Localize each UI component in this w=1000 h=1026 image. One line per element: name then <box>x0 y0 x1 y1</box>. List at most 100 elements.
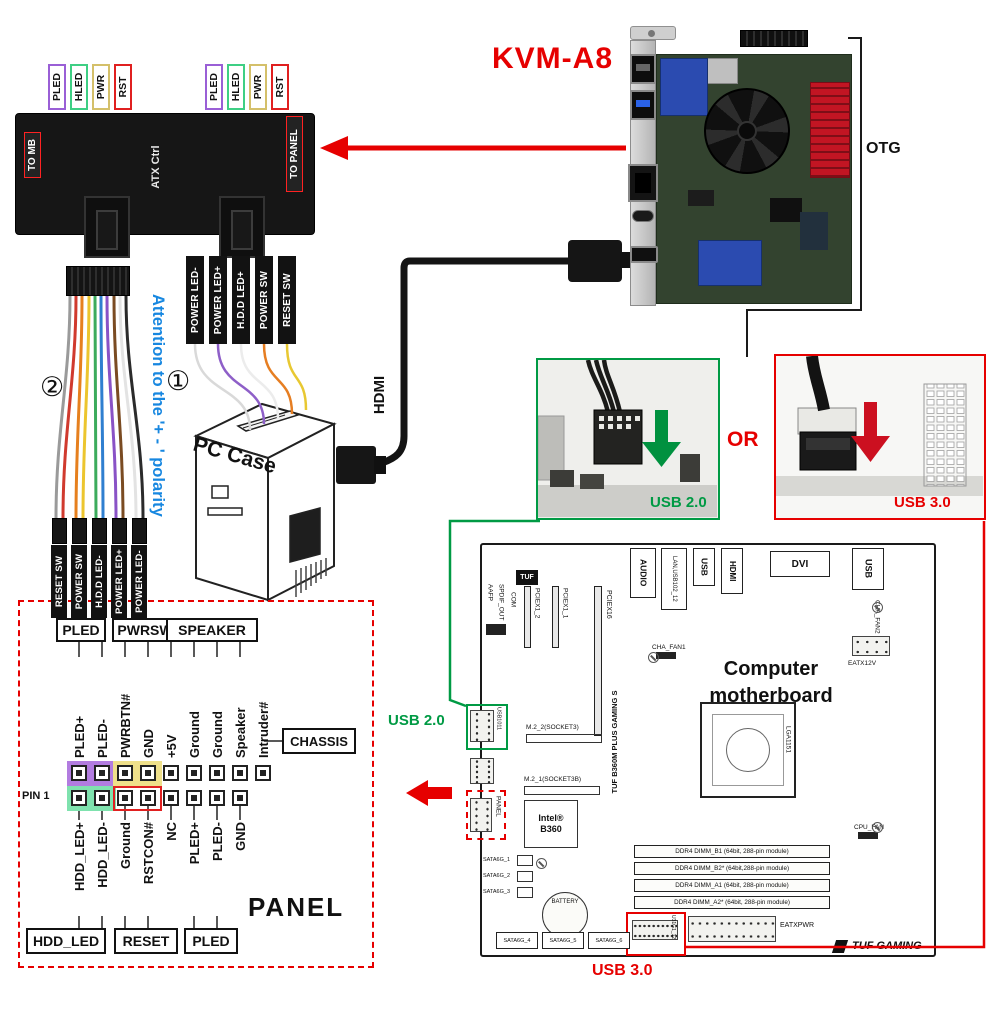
polarity-note: Attention to the '+ - ' polarity <box>149 294 167 517</box>
panel-pin <box>94 765 110 781</box>
cha-fan1-header <box>656 652 676 659</box>
otg-bracket-line <box>746 37 862 357</box>
sata-label-1: SATA6G_1 <box>483 857 511 863</box>
panel-pin <box>209 790 225 806</box>
wire-label: RESET SW <box>278 256 296 344</box>
step1-marker: ① <box>166 366 191 396</box>
eatxpwr-connector <box>688 916 776 942</box>
wire-label: RESET SW <box>51 545 67 618</box>
atx-board-connector-left <box>84 196 130 258</box>
panel-pin <box>163 765 179 781</box>
dimm-slot-b2: DDR4 DIMM_B2* (64bit,288-pin module) <box>634 862 830 875</box>
board-name: TUF B360M PLUS GAMING S <box>610 690 619 794</box>
wire-plug <box>92 518 107 544</box>
pciex1-1-label: PCIEX1_1 <box>561 588 569 619</box>
rst-tag: RST <box>114 64 132 110</box>
panel-pin <box>209 765 225 781</box>
screw-hole <box>872 602 883 613</box>
wire-label: POWER LED+ <box>111 545 127 618</box>
sata-port <box>517 887 533 898</box>
rear-usb2: USB <box>852 548 884 590</box>
atx-ctrl-label: ATX Ctrl <box>150 145 162 189</box>
usb3-header-highlight <box>626 912 686 956</box>
panel-pin-label: PLED- <box>209 822 225 861</box>
pwr-tag: PWR <box>92 64 110 110</box>
otg-connector-block <box>810 82 850 178</box>
hled-tag: HLED <box>70 64 88 110</box>
sata-label-2: SATA6G_2 <box>483 873 511 879</box>
usb-a-port-blue <box>630 90 656 120</box>
panel-pin <box>186 765 202 781</box>
panel-pin-label: PLED- <box>94 719 110 758</box>
panel-pin <box>117 790 133 806</box>
rear-audio: AUDIO <box>630 548 656 598</box>
chipset: Intel® B360 <box>524 800 578 848</box>
panel-pin-label: Speaker <box>232 707 248 758</box>
atx-ctrl-board <box>15 113 315 235</box>
panel-pin-label: RSTCON# <box>140 822 156 885</box>
panel-pin-label: PLED+ <box>71 715 87 758</box>
panel-pin-label: Ground <box>186 711 202 758</box>
panel-pin <box>140 765 156 781</box>
green-down-arrow <box>642 410 681 467</box>
usb20-photo-label: USB 2.0 <box>650 494 707 511</box>
pin1-label: PIN 1 <box>22 790 50 802</box>
m2-bottom-label: M.2_1(SOCKET3B) <box>524 776 582 783</box>
panel-pin <box>255 765 271 781</box>
panel-box-chassis: CHASSIS <box>282 728 356 754</box>
panel-pin-label: +5V <box>163 734 179 759</box>
panel-pin-label: HDD_LED+ <box>71 822 87 891</box>
bracket-screw-hole <box>648 30 655 37</box>
wire-label: POWER LED- <box>131 545 147 618</box>
eatx12v-connector <box>852 636 890 656</box>
panel-pin <box>232 765 248 781</box>
panel-pin-label: GND <box>140 729 156 758</box>
panel-box-pled: PLED <box>56 618 106 642</box>
panel-pin-label: NC <box>163 822 179 841</box>
m2-top-label: M.2_2(SOCKET3) <box>526 724 579 731</box>
com-label: COM <box>509 592 517 608</box>
chipset-line2: B360 <box>540 824 562 834</box>
hdmi-port <box>630 246 658 263</box>
panel-pin-label: Ground <box>117 822 133 869</box>
pciex16-slot <box>594 586 602 736</box>
chipset-line1: Intel® <box>538 813 564 823</box>
ic-chip <box>770 198 802 222</box>
pled-tag: PLED <box>205 64 223 110</box>
top-pin-connector <box>740 30 808 47</box>
panel-pin <box>232 790 248 806</box>
ethernet-port <box>628 164 658 202</box>
ic-chip <box>800 212 828 250</box>
panel-box-reset: RESET <box>114 928 178 954</box>
cpu-fan-header <box>858 832 878 839</box>
cha-fan1-label: CHA_FAN1 <box>652 644 686 651</box>
usb20-photo-box: USB 2.0 <box>536 358 720 520</box>
m2-bottom-slot <box>524 786 600 795</box>
sata-port <box>517 871 533 882</box>
panel-pin-label: PLED+ <box>186 822 202 865</box>
wire-label: POWER LED- <box>186 256 204 344</box>
panel-pin-label: PWRBTN# <box>117 693 133 758</box>
ribbon-connector <box>66 266 130 296</box>
panel-pin <box>71 790 87 806</box>
panel-pin <box>94 790 110 806</box>
screw-hole <box>872 822 883 833</box>
screw-hole <box>536 858 547 869</box>
hdmi-plug-case <box>336 446 376 484</box>
wire-plug <box>52 518 67 544</box>
wire-label: H.D.D LED- <box>91 545 107 618</box>
to-mb-label: TO MB <box>24 132 41 178</box>
panel-pin <box>186 790 202 806</box>
pled-tag: PLED <box>48 64 66 110</box>
usb30-photo-label: USB 3.0 <box>894 494 951 511</box>
usb2-header-pins <box>470 710 494 742</box>
wire-plug <box>72 518 87 544</box>
daughterboard <box>660 58 708 116</box>
daughterboard <box>698 240 762 286</box>
wire-plug <box>112 518 127 544</box>
usb30-photo-art <box>776 356 983 496</box>
usb20-photo-art <box>538 360 717 517</box>
or-label: OR <box>727 428 759 451</box>
usb20-mb-label: USB 2.0 <box>388 712 445 729</box>
